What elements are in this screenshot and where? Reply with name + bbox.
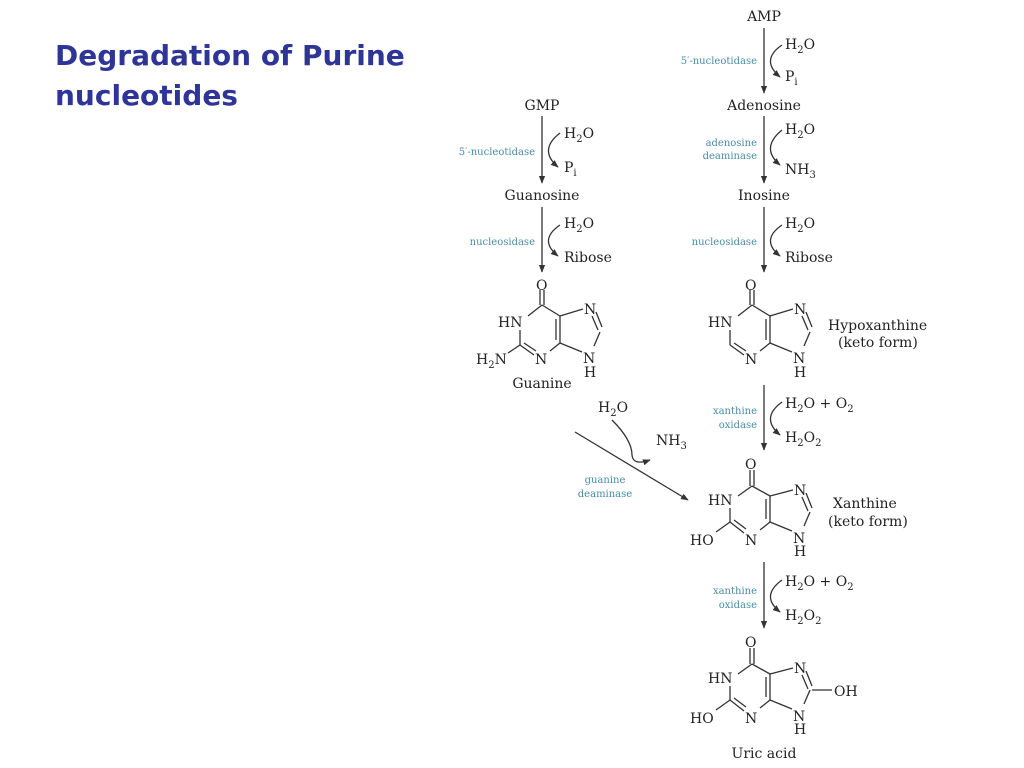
step-gmp-guanosine: 5′-nucleotidase H2O Pi <box>459 116 594 184</box>
hypoxanthine-label: Hypoxanthine <box>828 318 927 334</box>
guanosine-label: Guanosine <box>505 188 580 204</box>
enzyme-guanine-deaminase-line2: deaminase <box>578 489 632 500</box>
inosine-label: Inosine <box>738 188 790 204</box>
enzyme-adenosine-deaminase-line1: adenosine <box>706 138 758 149</box>
uric-acid-structure: O HN HO N N OH N H Uric acid <box>690 635 858 762</box>
h2o-guanine: H2O <box>598 400 628 419</box>
enzyme-5nucleotidase-right: 5′-nucleotidase <box>681 56 757 67</box>
step-guanosine-guanine: nucleosidase H2O Ribose <box>470 207 612 273</box>
svg-text:H: H <box>794 544 806 560</box>
hypoxanthine-form: (keto form) <box>838 335 918 351</box>
nh3-guanine: NH3 <box>656 433 687 452</box>
svg-text:O: O <box>745 635 756 651</box>
svg-text:HN: HN <box>498 315 522 331</box>
guanine-label: Guanine <box>512 376 571 392</box>
nh3-adenosine: NH3 <box>785 162 816 181</box>
xanthine-structure: O HN HO N N N H Xanthine (keto form) <box>690 457 908 560</box>
enzyme-guanine-deaminase-line1: guanine <box>585 475 626 486</box>
slide-title: Degradation of Purine nucleotides <box>55 36 435 116</box>
ribose-inosine: Ribose <box>785 250 833 266</box>
enzyme-xanthine-oxidase-1-line2: oxidase <box>719 420 757 431</box>
curve-xanthine-uric-acid <box>769 579 783 613</box>
svg-text:N: N <box>793 531 805 547</box>
svg-text:O: O <box>745 457 756 473</box>
enzyme-xanthine-oxidase-2-line2: oxidase <box>719 600 757 611</box>
step-amp-adenosine: 5′-nucleotidase H2O Pi <box>681 28 815 94</box>
arrow-guanine-xanthine <box>574 431 689 501</box>
h2o-amp: H2O <box>785 37 815 56</box>
curve-adenosine-inosine <box>769 129 783 166</box>
h2o2-1: H2O2 <box>785 430 821 449</box>
xanthine-form: (keto form) <box>828 514 908 530</box>
svg-text:O: O <box>536 278 547 294</box>
guanine-structure: O HN H2N N N N H Guanine <box>476 278 603 392</box>
h2o-gmp: H2O <box>564 126 594 145</box>
uric-acid-label: Uric acid <box>732 746 797 762</box>
svg-text:N: N <box>794 302 806 318</box>
svg-text:HO: HO <box>690 533 714 549</box>
h2o2-2: H2O2 <box>785 608 821 627</box>
curve-guanine-deaminase <box>611 419 651 466</box>
svg-text:N: N <box>793 709 805 725</box>
curve-inosine-hypoxanthine <box>769 224 783 257</box>
svg-text:HO: HO <box>690 711 714 727</box>
step-adenosine-inosine: adenosine deaminase H2O NH3 <box>703 116 816 184</box>
pi-amp: Pi <box>785 69 798 88</box>
enzyme-adenosine-deaminase-line2: deaminase <box>703 151 757 162</box>
step-guanine-xanthine: H2O NH3 guanine deaminase <box>574 400 689 501</box>
gmp-label: GMP <box>525 98 560 114</box>
svg-text:H2N: H2N <box>476 352 507 371</box>
svg-text:N: N <box>745 352 757 368</box>
amp-label: AMP <box>746 9 781 25</box>
svg-text:N: N <box>745 533 757 549</box>
pi-gmp: Pi <box>564 160 577 179</box>
svg-text:H: H <box>584 365 596 381</box>
xanthine-label: Xanthine <box>833 496 897 512</box>
enzyme-nucleosidase-left: nucleosidase <box>470 237 535 248</box>
svg-text:N: N <box>583 351 595 367</box>
svg-text:N: N <box>584 302 596 318</box>
curve-hypoxanthine-xanthine <box>769 401 783 436</box>
svg-text:H: H <box>794 365 806 381</box>
enzyme-xanthine-oxidase-1-line1: xanthine <box>713 406 757 417</box>
svg-text:HN: HN <box>708 315 732 331</box>
adenosine-label: Adenosine <box>726 98 801 114</box>
h2o-o2-1: H2O + O2 <box>785 396 854 415</box>
svg-text:O: O <box>745 278 756 294</box>
curve-gmp-guanosine <box>547 132 561 168</box>
svg-text:N: N <box>745 711 757 727</box>
svg-text:HN: HN <box>708 671 732 687</box>
title-line-2: nucleotides <box>55 79 238 112</box>
curve-guanosine-guanine <box>547 224 561 257</box>
svg-text:N: N <box>535 352 547 368</box>
svg-text:H: H <box>794 722 806 738</box>
enzyme-nucleosidase-right: nucleosidase <box>692 237 757 248</box>
step-hypoxanthine-xanthine: xanthine oxidase H2O + O2 H2O2 <box>713 385 854 451</box>
title-line-1: Degradation of Purine <box>55 39 405 72</box>
h2o-inosine: H2O <box>785 216 815 235</box>
enzyme-xanthine-oxidase-2-line1: xanthine <box>713 586 757 597</box>
h2o-o2-2: H2O + O2 <box>785 574 854 593</box>
h2o-guanosine: H2O <box>564 216 594 235</box>
svg-text:N: N <box>794 483 806 499</box>
enzyme-5nucleotidase-left: 5′-nucleotidase <box>459 147 535 158</box>
svg-text:N: N <box>794 661 806 677</box>
svg-text:N: N <box>793 351 805 367</box>
step-xanthine-uric-acid: xanthine oxidase H2O + O2 H2O2 <box>713 562 854 629</box>
svg-text:OH: OH <box>834 684 858 700</box>
curve-amp-adenosine <box>769 44 783 78</box>
ribose-guanosine: Ribose <box>564 250 612 266</box>
hypoxanthine-structure: O HN N N N H Hypoxanthine (keto form) <box>708 278 927 381</box>
h2o-adenosine: H2O <box>785 122 815 141</box>
step-inosine-hypoxanthine: nucleosidase H2O Ribose <box>692 207 833 273</box>
svg-text:HN: HN <box>708 493 732 509</box>
